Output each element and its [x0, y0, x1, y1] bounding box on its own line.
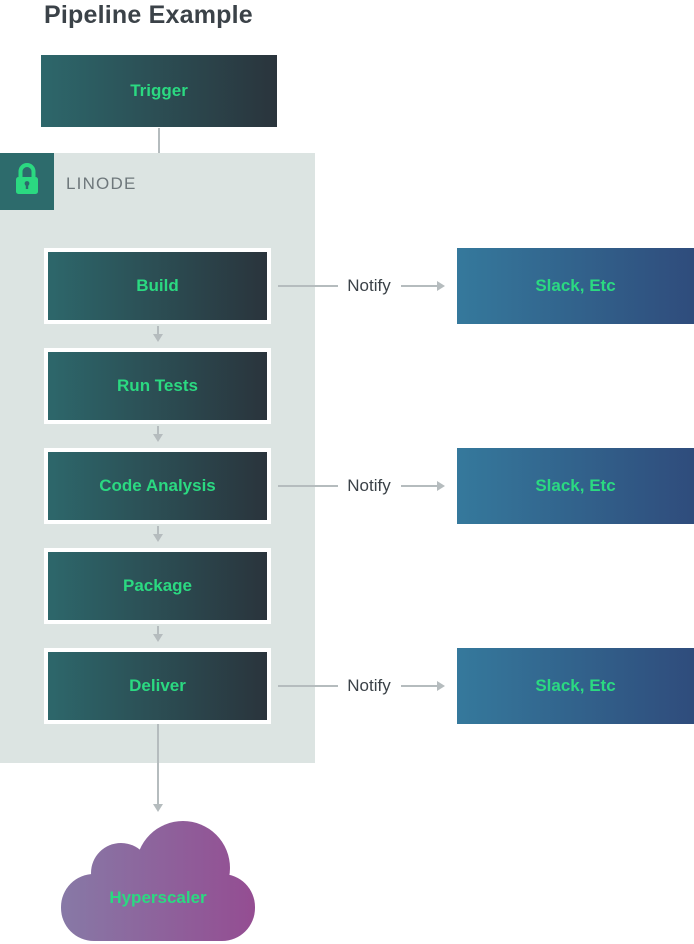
notify-label-build: Notify — [347, 276, 391, 295]
slack-box-deliver: Slack, Etc — [457, 648, 694, 724]
notify-line-code-analysis — [278, 485, 338, 487]
trigger-box: Trigger — [41, 55, 277, 127]
notify-arrowhead-deliver — [437, 681, 445, 691]
linode-label: LINODE — [66, 174, 137, 193]
arrow-build-runtests — [157, 326, 159, 334]
notify-line-build — [278, 285, 338, 287]
notify-label-deliver: Notify — [347, 676, 391, 695]
notify-arrowhead-code-analysis — [437, 481, 445, 491]
slack-label-code-analysis: Slack, Etc — [535, 476, 616, 495]
notify-arrow-deliver — [401, 685, 437, 687]
cloud-label: Hyperscaler — [109, 888, 207, 907]
slack-box-code-analysis: Slack, Etc — [457, 448, 694, 524]
step-box-code-analysis: Code Analysis — [44, 448, 271, 524]
step-box-run-tests: Run Tests — [44, 348, 271, 424]
slack-box-build: Slack, Etc — [457, 248, 694, 324]
arrowhead-deliver-cloud — [153, 804, 163, 812]
step-box-deliver: Deliver — [44, 648, 271, 724]
step-label-run-tests: Run Tests — [117, 376, 198, 395]
slack-label-build: Slack, Etc — [535, 276, 616, 295]
page-title: Pipeline Example — [44, 1, 253, 29]
arrowhead-codeanalysis-package — [153, 534, 163, 542]
notify-label-code-analysis: Notify — [347, 476, 391, 495]
arrowhead-runtests-codeanalysis — [153, 434, 163, 442]
arrowhead-build-runtests — [153, 334, 163, 342]
step-label-build: Build — [136, 276, 179, 295]
step-label-deliver: Deliver — [129, 676, 186, 695]
hyperscaler-cloud: Hyperscaler — [61, 821, 255, 941]
notify-arrowhead-build — [437, 281, 445, 291]
lock-badge — [0, 153, 54, 210]
notify-arrow-code-analysis — [401, 485, 437, 487]
lock-icon — [13, 162, 41, 201]
arrow-codeanalysis-package — [157, 526, 159, 534]
cloud-shape — [61, 821, 255, 941]
notify-arrow-build — [401, 285, 437, 287]
slack-label-deliver: Slack, Etc — [535, 676, 616, 695]
step-box-build: Build — [44, 248, 271, 324]
notify-line-deliver — [278, 685, 338, 687]
arrow-runtests-codeanalysis — [157, 426, 159, 434]
step-box-package: Package — [44, 548, 271, 624]
trigger-label: Trigger — [130, 81, 188, 100]
arrowhead-package-deliver — [153, 634, 163, 642]
step-label-package: Package — [123, 576, 192, 595]
arrow-deliver-cloud — [157, 724, 159, 804]
step-label-code-analysis: Code Analysis — [99, 476, 216, 495]
arrow-package-deliver — [157, 626, 159, 634]
